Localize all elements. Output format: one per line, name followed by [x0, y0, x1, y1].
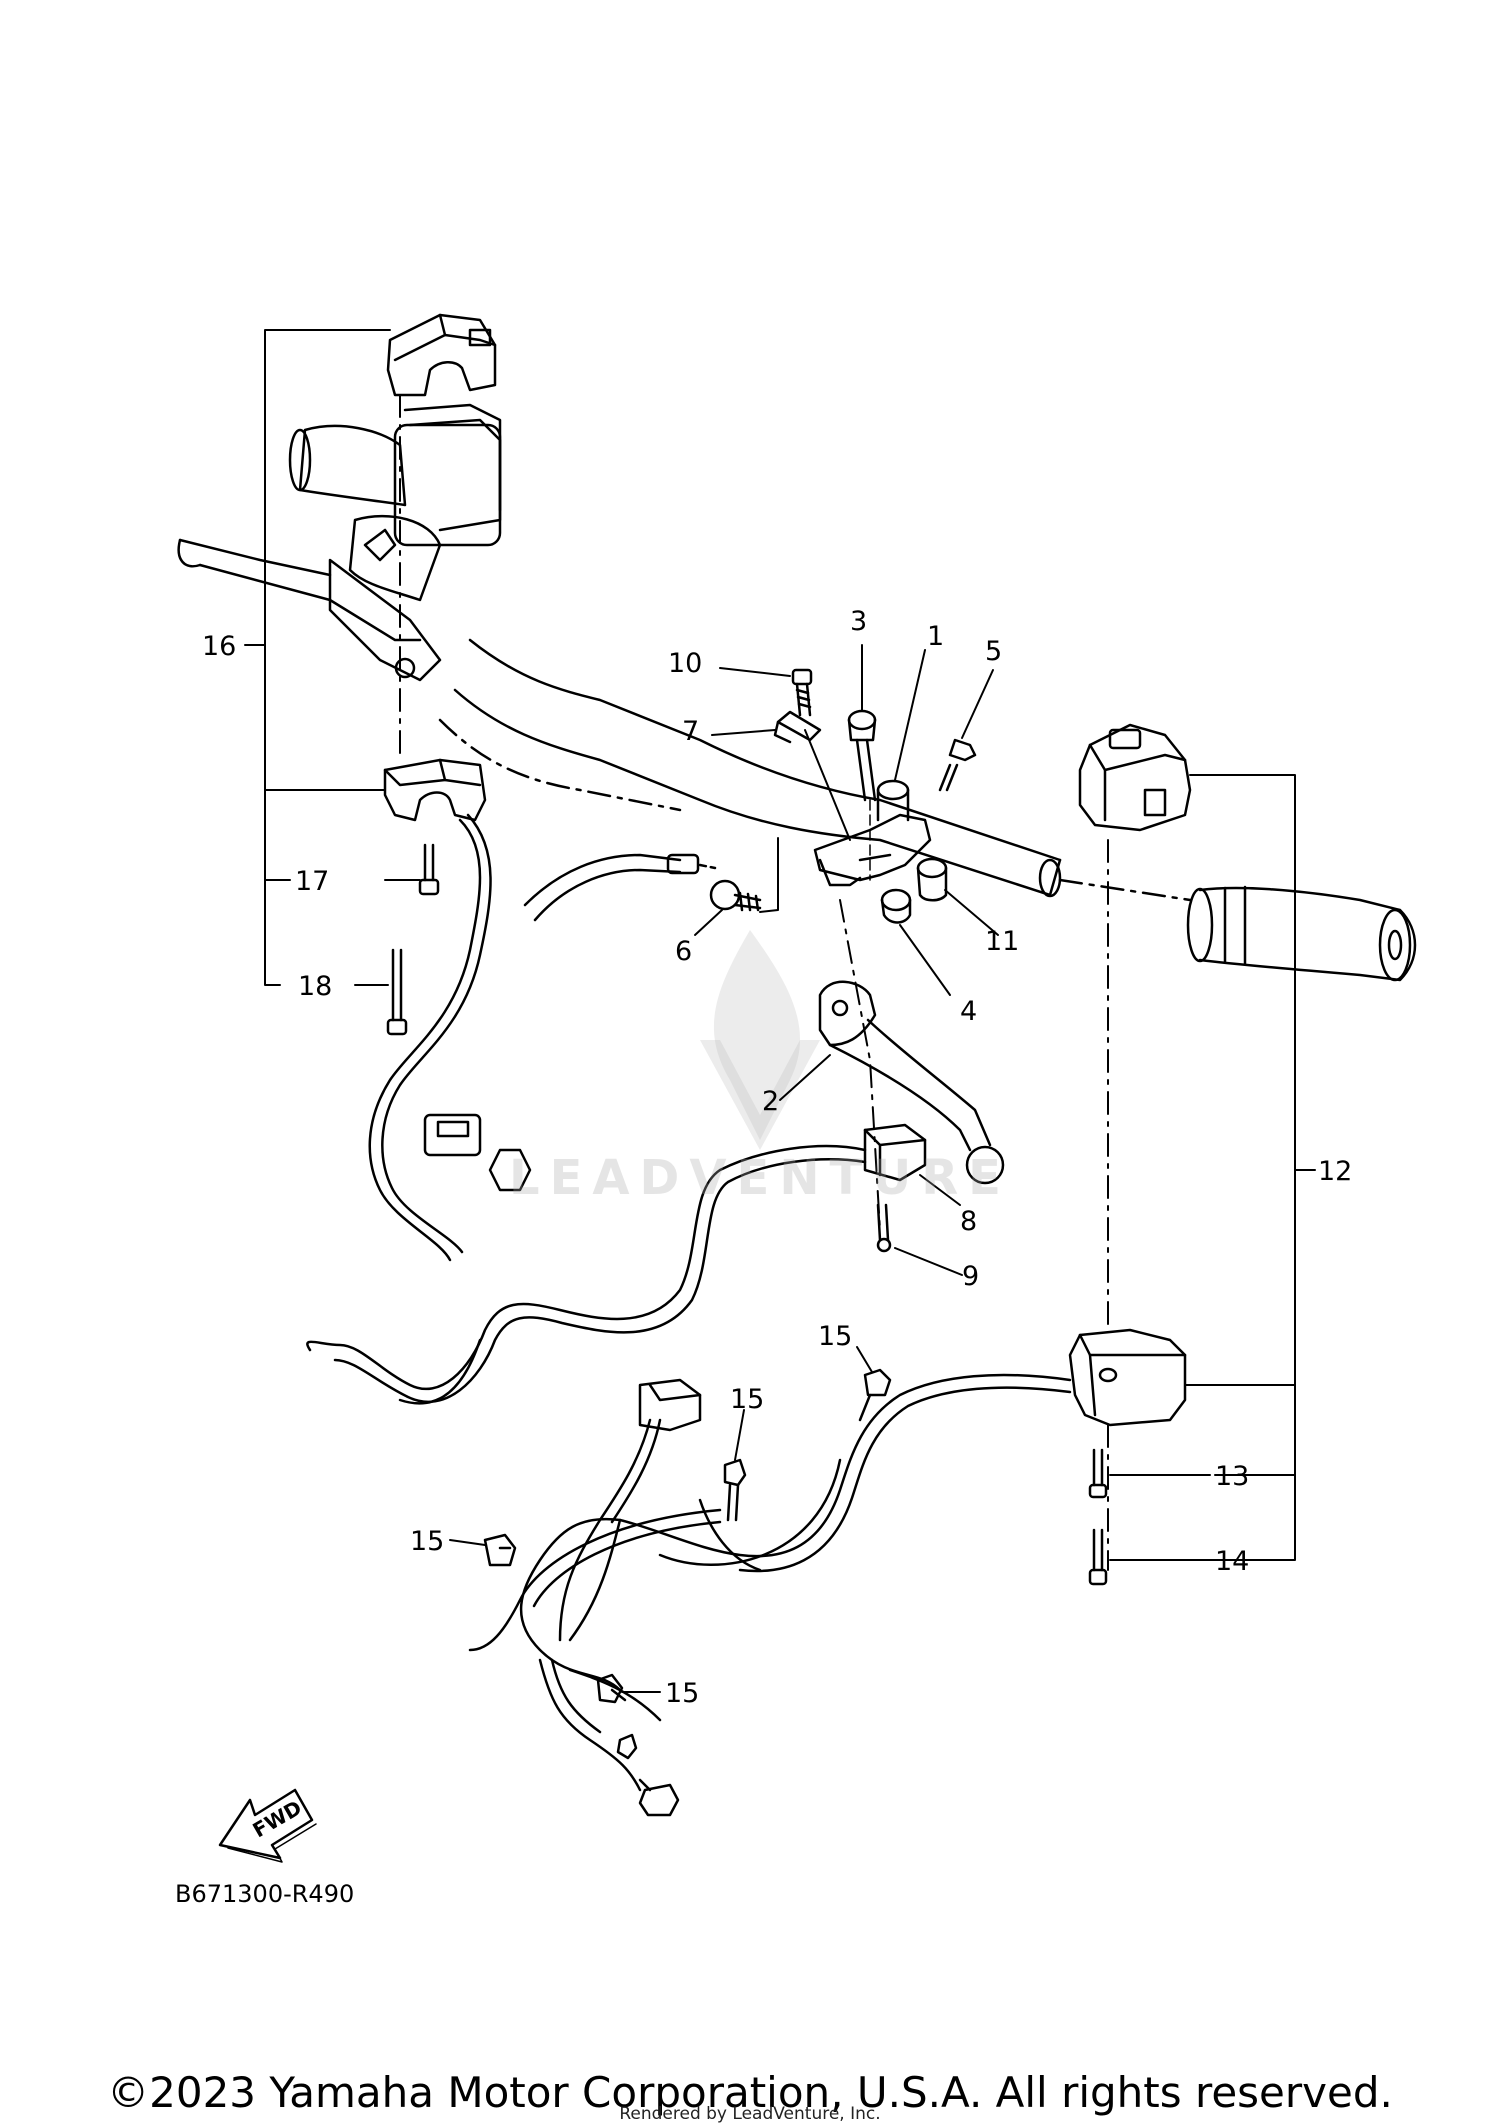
callout-11: 11 [985, 926, 1019, 957]
callout-15-top: 15 [818, 1321, 852, 1352]
watermark: LEADVENTURE [509, 1150, 1011, 1206]
callout-8: 8 [960, 1206, 977, 1237]
spacer-11 [916, 857, 948, 902]
brake-switch-wire [368, 813, 532, 1262]
upper-clamp-part-16 [386, 313, 497, 397]
bolt-5 [938, 738, 977, 792]
bolt-18 [386, 948, 408, 1036]
fwd-arrow-icon: FWD [218, 1788, 317, 1863]
callout-16: 16 [202, 631, 236, 662]
callout-14: 14 [1215, 1546, 1249, 1577]
clamp-15-top-right [858, 1368, 892, 1422]
callout-10: 10 [668, 648, 702, 679]
screw-14 [1088, 1528, 1108, 1586]
callout-1: 1 [927, 621, 944, 652]
callout-labels: 1 2 3 4 5 6 7 8 9 10 11 12 13 14 15 15 1… [202, 606, 1352, 1709]
clutch-lever-part-2 [818, 980, 1005, 1185]
adjuster-6 [709, 879, 762, 912]
copyright: ©2023 Yamaha Motor Corporation, U.S.A. A… [107, 2068, 1393, 2117]
rendered-by: Rendered by LeadVenture, Inc. [619, 2104, 881, 2124]
callout-5: 5 [985, 636, 1002, 667]
clutch-switch-wire [306, 1144, 867, 1405]
callout-15-left: 15 [410, 1526, 444, 1557]
watermark-logo [700, 930, 820, 1150]
lower-clamp-part-16 [383, 758, 487, 822]
clutch-switch-part-8 [863, 1123, 927, 1182]
right-grip [1186, 885, 1417, 982]
clip-7 [773, 710, 822, 744]
clamp-15-lower [616, 1733, 638, 1760]
screw-13 [1088, 1448, 1108, 1499]
callout-15-bottom: 15 [665, 1678, 699, 1709]
callout-17: 17 [295, 866, 329, 897]
callout-7: 7 [682, 716, 699, 747]
cable-bracket-line [759, 837, 779, 913]
upper-switch-housing [1078, 723, 1192, 832]
leader-lines [244, 329, 1316, 1693]
callout-12: 12 [1318, 1156, 1352, 1187]
bolt-10 [791, 668, 813, 717]
centerline-lever [839, 899, 881, 1231]
left-master-cylinder [177, 403, 502, 682]
callout-2: 2 [762, 1086, 779, 1117]
diagram-ref: B671300-R490 [175, 1880, 354, 1908]
switch-wire-harness [468, 1373, 1072, 1817]
clutch-cable [523, 853, 717, 922]
callout-13: 13 [1215, 1461, 1249, 1492]
clamp-15-left [483, 1533, 517, 1567]
clamp-15-bottom [596, 1673, 627, 1704]
callout-15-middle: 15 [730, 1384, 764, 1415]
callout-18: 18 [298, 971, 332, 1002]
bolt-3 [847, 709, 877, 802]
collar-4 [880, 888, 912, 924]
handlebar [438, 638, 1192, 902]
callout-4: 4 [960, 996, 977, 1027]
callout-6: 6 [675, 936, 692, 967]
screw-9 [876, 1203, 892, 1253]
lever-holder-part-1 [813, 779, 932, 887]
lower-switch-housing [1068, 1328, 1187, 1427]
clamp-15-middle [723, 1458, 747, 1522]
bolt-17 [418, 843, 440, 896]
callout-9: 9 [962, 1261, 979, 1292]
clip-leader [804, 729, 851, 841]
callout-3: 3 [850, 606, 867, 637]
